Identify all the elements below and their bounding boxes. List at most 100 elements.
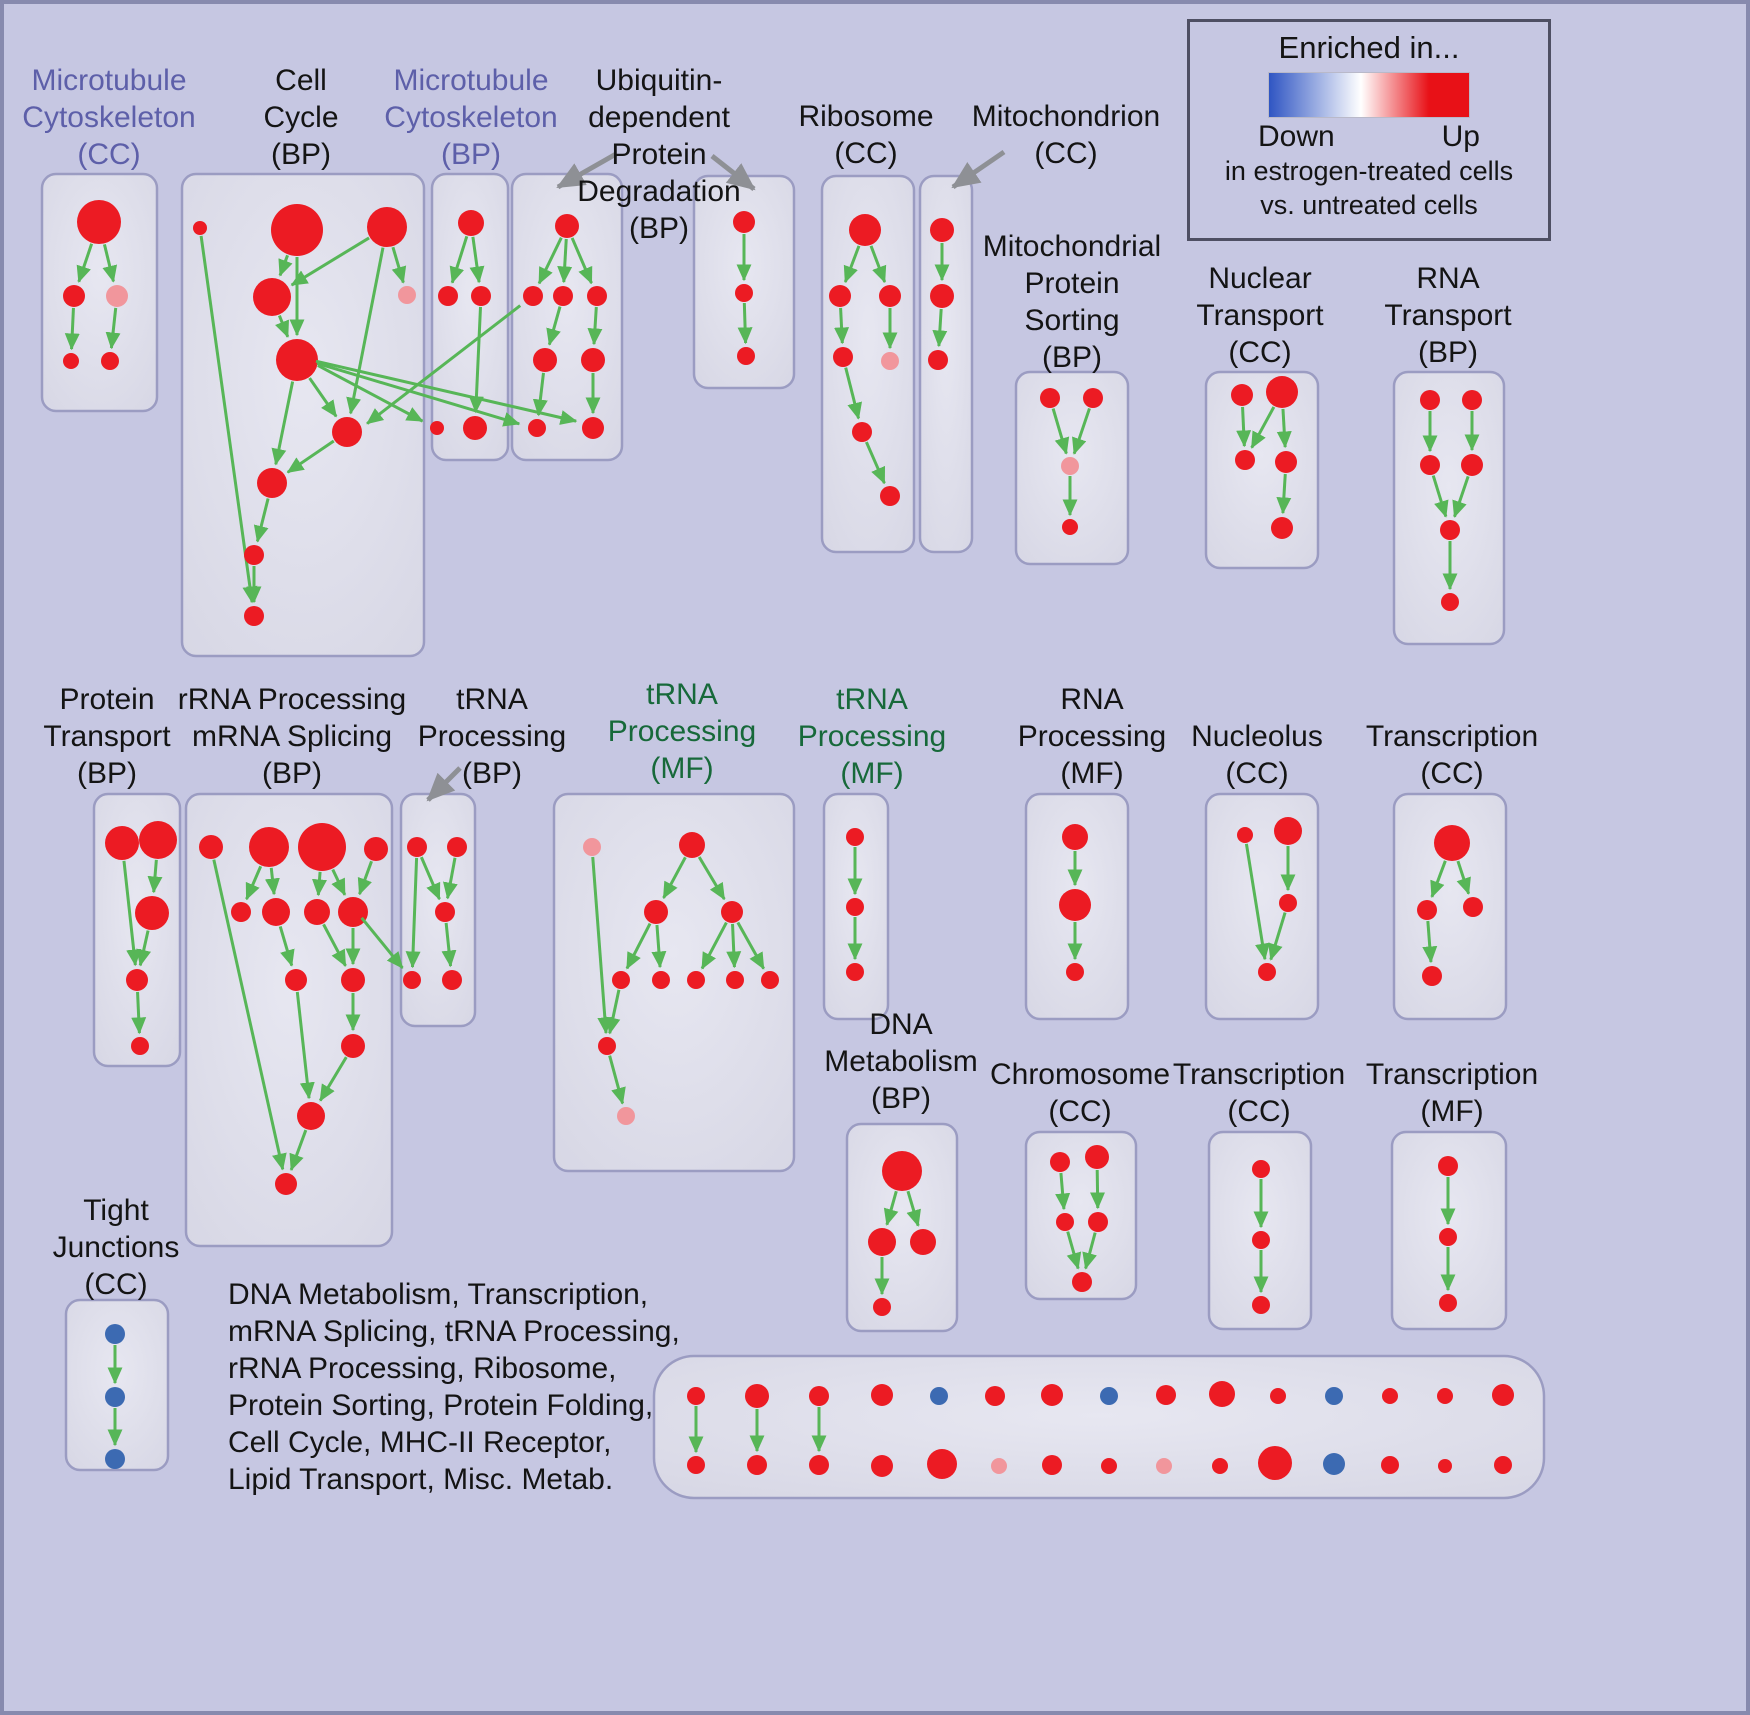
go-term-node-red — [1441, 593, 1459, 611]
group-label-mitochondrial-protein-sorting-bp: Mitochondrial — [983, 230, 1161, 263]
go-term-node-red — [1420, 390, 1440, 410]
go-term-node-red — [1212, 1458, 1228, 1474]
go-term-node-red — [244, 606, 264, 626]
legend-down-label: Down — [1258, 120, 1335, 153]
group-transcription-cc-upper — [1392, 792, 1508, 1021]
go-term-node-red — [1266, 376, 1298, 408]
edge-arrow — [1276, 473, 1292, 515]
group-label-protein-transport-bp: (BP) — [77, 757, 137, 790]
edge-arrow — [1456, 860, 1471, 895]
go-term-node-red — [871, 1455, 893, 1477]
group-ubiquitin-degradation-bp-left — [510, 172, 624, 462]
group-label-microtubule-cytoskeleton-bp: (BP) — [441, 138, 501, 171]
go-term-node-red — [1056, 1213, 1074, 1231]
go-term-node-red — [733, 211, 755, 233]
go-term-node-blue — [1325, 1387, 1343, 1405]
group-label-rna-processing-mf: (MF) — [1060, 757, 1123, 790]
edge-arrow — [122, 860, 142, 967]
go-term-node-red — [471, 286, 491, 306]
go-term-node-red — [63, 285, 85, 307]
go-term-node-red — [1062, 824, 1088, 850]
group-box-microtubule-cytoskeleton-bp — [430, 172, 510, 462]
go-term-node-pink — [583, 838, 601, 856]
edge-arrow — [318, 1056, 348, 1102]
group-rna-processing-mf — [1024, 792, 1130, 1021]
edge-arrow — [289, 1129, 308, 1172]
go-term-node-blue — [1323, 1453, 1345, 1475]
group-microtubule-cytoskeleton-bp — [430, 172, 510, 462]
group-trna-processing-mf-small — [822, 792, 890, 1021]
go-term-node-red — [582, 417, 604, 439]
edge-arrow — [844, 367, 863, 420]
go-term-node-red — [438, 286, 458, 306]
edge-arrow — [316, 361, 521, 427]
group-label-rna-transport-bp: RNA — [1416, 262, 1479, 295]
group-label-transcription-mf: (MF) — [1420, 1095, 1483, 1128]
edge-arrow — [1268, 912, 1287, 961]
edge-arrow — [932, 308, 948, 348]
go-term-node-red — [275, 1173, 297, 1195]
group-ubiquitin-degradation-bp-right — [692, 174, 796, 390]
go-term-node-red — [868, 1228, 896, 1256]
edge-arrow — [322, 923, 347, 967]
go-term-node-red — [882, 1151, 922, 1191]
legend-title: Enriched in... — [1278, 30, 1460, 65]
group-label-cell-cycle-bp: Cycle — [263, 101, 338, 134]
cluster-list-line: Protein Sorting, Protein Folding, — [228, 1389, 654, 1422]
go-term-node-red — [873, 1298, 891, 1316]
group-box-chromosome-cc — [1024, 1130, 1138, 1301]
go-term-node-red — [1252, 1296, 1270, 1314]
group-label-ribosome-cc: (CC) — [834, 137, 897, 170]
go-term-node-red — [523, 286, 543, 306]
go-term-node-red — [458, 210, 484, 236]
go-term-node-red — [139, 821, 177, 859]
group-label-mitochondrion-cc: (CC) — [1034, 137, 1097, 170]
edge-arrow — [532, 372, 548, 417]
go-term-node-red — [1040, 388, 1060, 408]
go-term-node-red — [1072, 1272, 1092, 1292]
edge-arrow — [1051, 408, 1070, 455]
go-term-node-red — [271, 204, 323, 256]
group-transcription-mf — [1390, 1130, 1508, 1331]
go-term-node-red — [63, 353, 79, 369]
edge-arrow — [546, 306, 562, 346]
go-term-node-red — [553, 286, 573, 306]
group-cell-cycle-bp — [180, 172, 426, 658]
go-term-node-red — [1083, 388, 1103, 408]
go-term-node-red — [193, 221, 207, 235]
go-term-node-red — [276, 339, 318, 381]
go-term-node-red — [598, 1037, 616, 1055]
edge-arrow — [278, 925, 295, 967]
edge-arrow — [1452, 475, 1470, 518]
edge-arrow — [357, 860, 373, 896]
edge-arrow — [834, 307, 850, 345]
edge-arrow — [843, 245, 861, 284]
go-term-node-red — [1237, 827, 1253, 843]
go-term-node-red — [249, 827, 289, 867]
group-protein-transport-bp — [92, 792, 182, 1068]
group-label-transcription-cc-lower: (CC) — [1227, 1095, 1290, 1128]
label-pointer-arrow — [426, 766, 462, 802]
go-term-node-red — [528, 419, 546, 437]
go-term-node-red — [1258, 963, 1276, 981]
group-label-trna-processing-bp: (BP) — [462, 757, 522, 790]
edge-arrow — [1422, 920, 1438, 964]
cluster-list-line: DNA Metabolism, Transcription, — [228, 1278, 649, 1311]
group-chromosome-cc — [1024, 1130, 1138, 1301]
go-term-node-red — [77, 200, 121, 244]
group-label-mitochondrial-protein-sorting-bp: (BP) — [1042, 341, 1102, 374]
go-term-node-red — [1440, 520, 1460, 540]
go-term-node-red — [761, 971, 779, 989]
go-term-node-red — [1062, 519, 1078, 535]
edge-arrow — [264, 867, 280, 896]
go-term-node-red — [341, 968, 365, 992]
diagram-canvas: MicrotubuleCytoskeleton(CC)CellCycle(BP)… — [22, 64, 1546, 1500]
edge-arrow — [591, 856, 613, 1035]
cluster-list-line: Lipid Transport, Misc. Metab. — [228, 1463, 614, 1496]
group-label-trna-processing-mf-large: tRNA — [646, 678, 718, 711]
go-term-node-red — [1422, 966, 1442, 986]
edge-arrow — [697, 856, 726, 901]
edge-arrow — [245, 865, 263, 901]
go-term-node-red — [1417, 900, 1437, 920]
group-label-ubiquitin-degradation-bp: Protein — [611, 138, 706, 171]
